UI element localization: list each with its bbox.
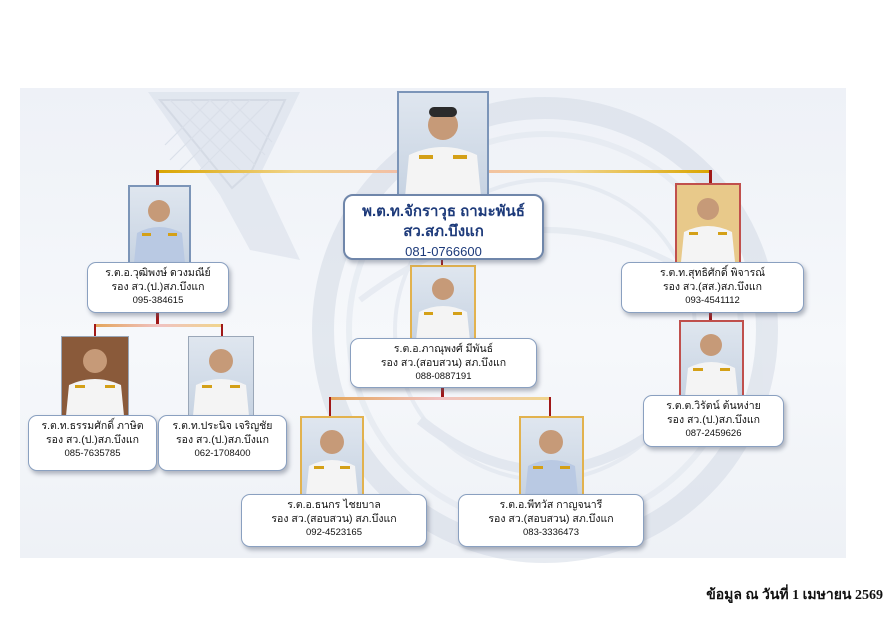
card-position: รอง สว.(สอบสวน) สภ.บึงแก [380,357,507,369]
card-deputy-1: ร.ต.อ.วุฒิพงษ์ ดวงมณีย์ รอง สว.(ป.)สภ.บึ… [87,262,229,313]
card-deputy-2: ร.ต.อ.ภาณุพงศ์ มีพันธ์ รอง สว.(สอบสวน) ส… [350,338,537,388]
card-name: ร.ต.ต.วิรัตน์ ต้นหง่าย [666,400,761,412]
card-name: ร.ต.อ.วุฒิพงษ์ ดวงมณีย์ [105,267,211,279]
connector-center-branch-b [549,397,551,417]
connector-left-drop [156,170,159,186]
connector-center-branch-drop [441,386,444,398]
card-position: รอง สว.(สส.)สภ.บึงแก [662,281,763,293]
card-phone: 083-3336473 [523,527,579,538]
card-name: ร.ต.อ.ภาณุพงศ์ มีพันธ์ [393,343,494,355]
card-position: รอง สว.(สอบสวน) สภ.บึงแก [271,513,397,525]
officer-photo-3 [675,183,741,264]
connector-right-drop [709,170,712,184]
card-name: ร.ต.ท.ธรรมศักดิ์ ภาษิต [41,420,144,432]
card-deputy-3: ร.ต.ท.สุทธิศักดิ์ พิจารณ์ รอง สว.(สส.)สภ… [621,262,804,313]
officer-photo-head [397,91,489,199]
connector-left-branch [95,324,222,327]
card-name: ร.ต.ท.ประนิจ เจริญชัย [172,420,273,432]
card-deputy-6: ร.ต.อ.ธนกร ไชยบาล รอง สว.(สอบสวน) สภ.บึง… [241,494,427,547]
connector-left-branch-a [94,324,96,336]
card-name: ร.ต.อ.พีทวัส กาญจนารี [499,499,603,511]
card-phone: 095-384615 [132,295,184,306]
officer-photo-7 [519,416,584,498]
officer-photo-4 [61,336,129,417]
connector-center-branch [330,397,550,400]
card-head: พ.ต.ท.จักราวุธ ถามะพันธ์ สว.สภ.บึงแก 081… [343,194,544,260]
card-deputy-8: ร.ต.ต.วิรัตน์ ต้นหง่าย รอง สว.(ป.)สภ.บึง… [643,395,784,447]
officer-photo-2 [410,265,476,343]
card-deputy-5: ร.ต.ท.ประนิจ เจริญชัย รอง สว.(ป.)สภ.บึงแ… [158,415,287,471]
card-phone: 092-4523165 [306,527,362,538]
officer-photo-1 [128,185,191,265]
card-phone: 081-0766600 [405,244,482,259]
connector-right-branch-drop [709,312,712,322]
data-date-note: ข้อมูล ณ วันที่ 1 เมษายน 2569 [706,588,883,603]
card-position: รอง สว.(สอบสวน) สภ.บึงแก [488,513,614,525]
card-phone: 088-0887191 [415,371,472,382]
card-position: สว.สภ.บึงแก [403,223,484,240]
card-position: รอง สว.(ป.)สภ.บึงแก [667,414,760,426]
connector-center-drop [441,253,443,267]
officer-photo-5 [188,336,254,417]
officer-photo-8 [679,320,744,399]
card-position: รอง สว.(ป.)สภ.บึงแก [46,434,139,446]
connector-left-branch-b [221,324,223,336]
card-deputy-7: ร.ต.อ.พีทวัส กาญจนารี รอง สว.(สอบสวน) สภ… [458,494,644,547]
card-phone: 087-2459626 [685,428,742,439]
card-deputy-4: ร.ต.ท.ธรรมศักดิ์ ภาษิต รอง สว.(ป.)สภ.บึง… [28,415,157,471]
card-name: ร.ต.อ.ธนกร ไชยบาล [287,499,381,511]
connector-center-branch-a [329,397,331,417]
card-phone: 062-1708400 [194,448,251,459]
card-name: พ.ต.ท.จักราวุธ ถามะพันธ์ [362,203,525,220]
card-phone: 093-4541112 [685,295,740,306]
card-position: รอง สว.(ป.)สภ.บึงแก [111,281,205,293]
card-position: รอง สว.(ป.)สภ.บึงแก [176,434,269,446]
card-name: ร.ต.ท.สุทธิศักดิ์ พิจารณ์ [660,267,765,279]
connector-left-branch-drop [156,311,159,325]
officer-photo-6 [300,416,364,498]
card-phone: 085-7635785 [64,448,121,459]
